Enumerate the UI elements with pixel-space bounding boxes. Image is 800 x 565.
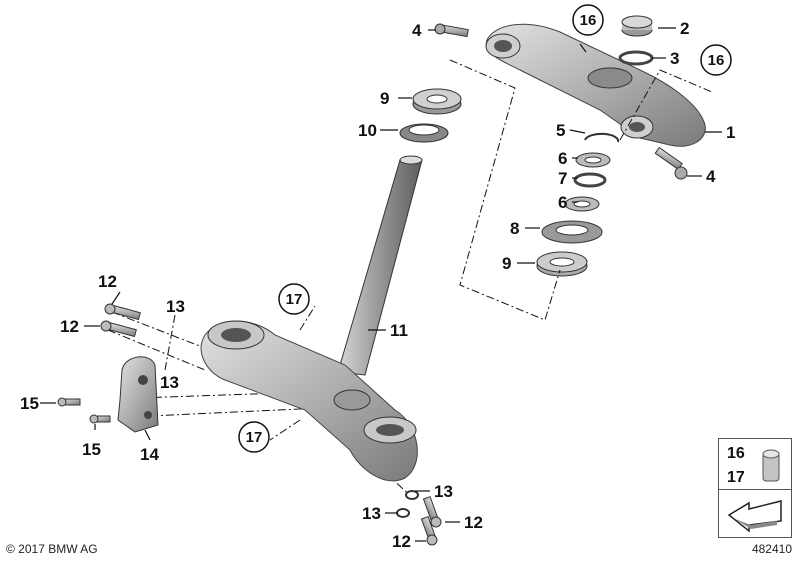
circled-callout-17-bottom: 17 [238,421,270,453]
lower-triple-clamp [200,320,418,482]
callout-4-right: 4 [706,167,716,186]
pin-icon [762,449,780,482]
bolt-part-12c [422,495,442,528]
svg-text:17: 17 [246,429,263,446]
leader-lines [40,27,722,542]
ring-part [618,50,654,66]
legend-item-17: 17 [727,469,745,486]
callout-10: 10 [358,121,377,140]
bearing-stack-right [536,152,611,277]
callout-15-bottom: 15 [82,440,101,459]
callout-3: 3 [670,49,679,68]
drawing-id: 482410 [751,542,792,556]
legend-divider [719,489,791,490]
bearing-stack-left [399,88,462,143]
callout-12-right: 12 [464,513,483,532]
copyright-text: © 2017 BMW AG [6,542,98,556]
svg-text:16: 16 [708,52,725,69]
bolt-part-15b [89,414,111,424]
washer-part-13d [396,508,410,518]
svg-text:16: 16 [580,12,597,29]
callout-12-top: 12 [98,272,117,291]
callout-13-top: 13 [166,297,185,316]
bolt-part-12d [420,515,438,546]
circlip-part [584,132,620,143]
callout-7: 7 [558,169,567,188]
bolt-part-12b [100,320,137,338]
callout-1: 1 [726,123,735,142]
callout-13-right: 13 [434,482,453,501]
callout-12-left: 12 [60,317,79,336]
callout-4-top: 4 [412,21,422,40]
callout-5: 5 [556,121,565,140]
callout-8: 8 [510,219,519,238]
callout-11: 11 [390,321,408,340]
legend-item-16: 16 [727,445,745,462]
callout-6-upper: 6 [558,149,567,168]
steering-nut-part [621,15,653,37]
washer-part-13c [405,490,419,500]
callout-14: 14 [140,445,159,464]
steering-stem [337,155,423,376]
arrow-icon [727,500,782,533]
callout-12-bottom: 12 [392,532,411,551]
callout-9-left: 9 [380,89,389,108]
callout-6-lower: 6 [558,193,567,212]
circled-callout-16-top: 16 [572,4,604,36]
callout-13-bottom: 13 [362,504,381,523]
bracket-part [117,356,159,433]
bolt-part-upper [434,23,469,38]
callout-2: 2 [680,19,689,38]
bolt-part-15a [57,397,81,407]
callout-9-right: 9 [502,254,511,273]
legend-box: 16 17 [718,438,792,538]
callout-13-left: 13 [160,373,179,392]
bolt-part-12a [104,303,141,321]
circled-callout-17-top: 17 [278,283,310,315]
bolt-part-lower [654,146,688,180]
callout-15-left: 15 [20,394,39,413]
circled-callout-16-right: 16 [700,44,732,76]
upper-triple-clamp [485,23,706,147]
svg-text:17: 17 [286,291,303,308]
